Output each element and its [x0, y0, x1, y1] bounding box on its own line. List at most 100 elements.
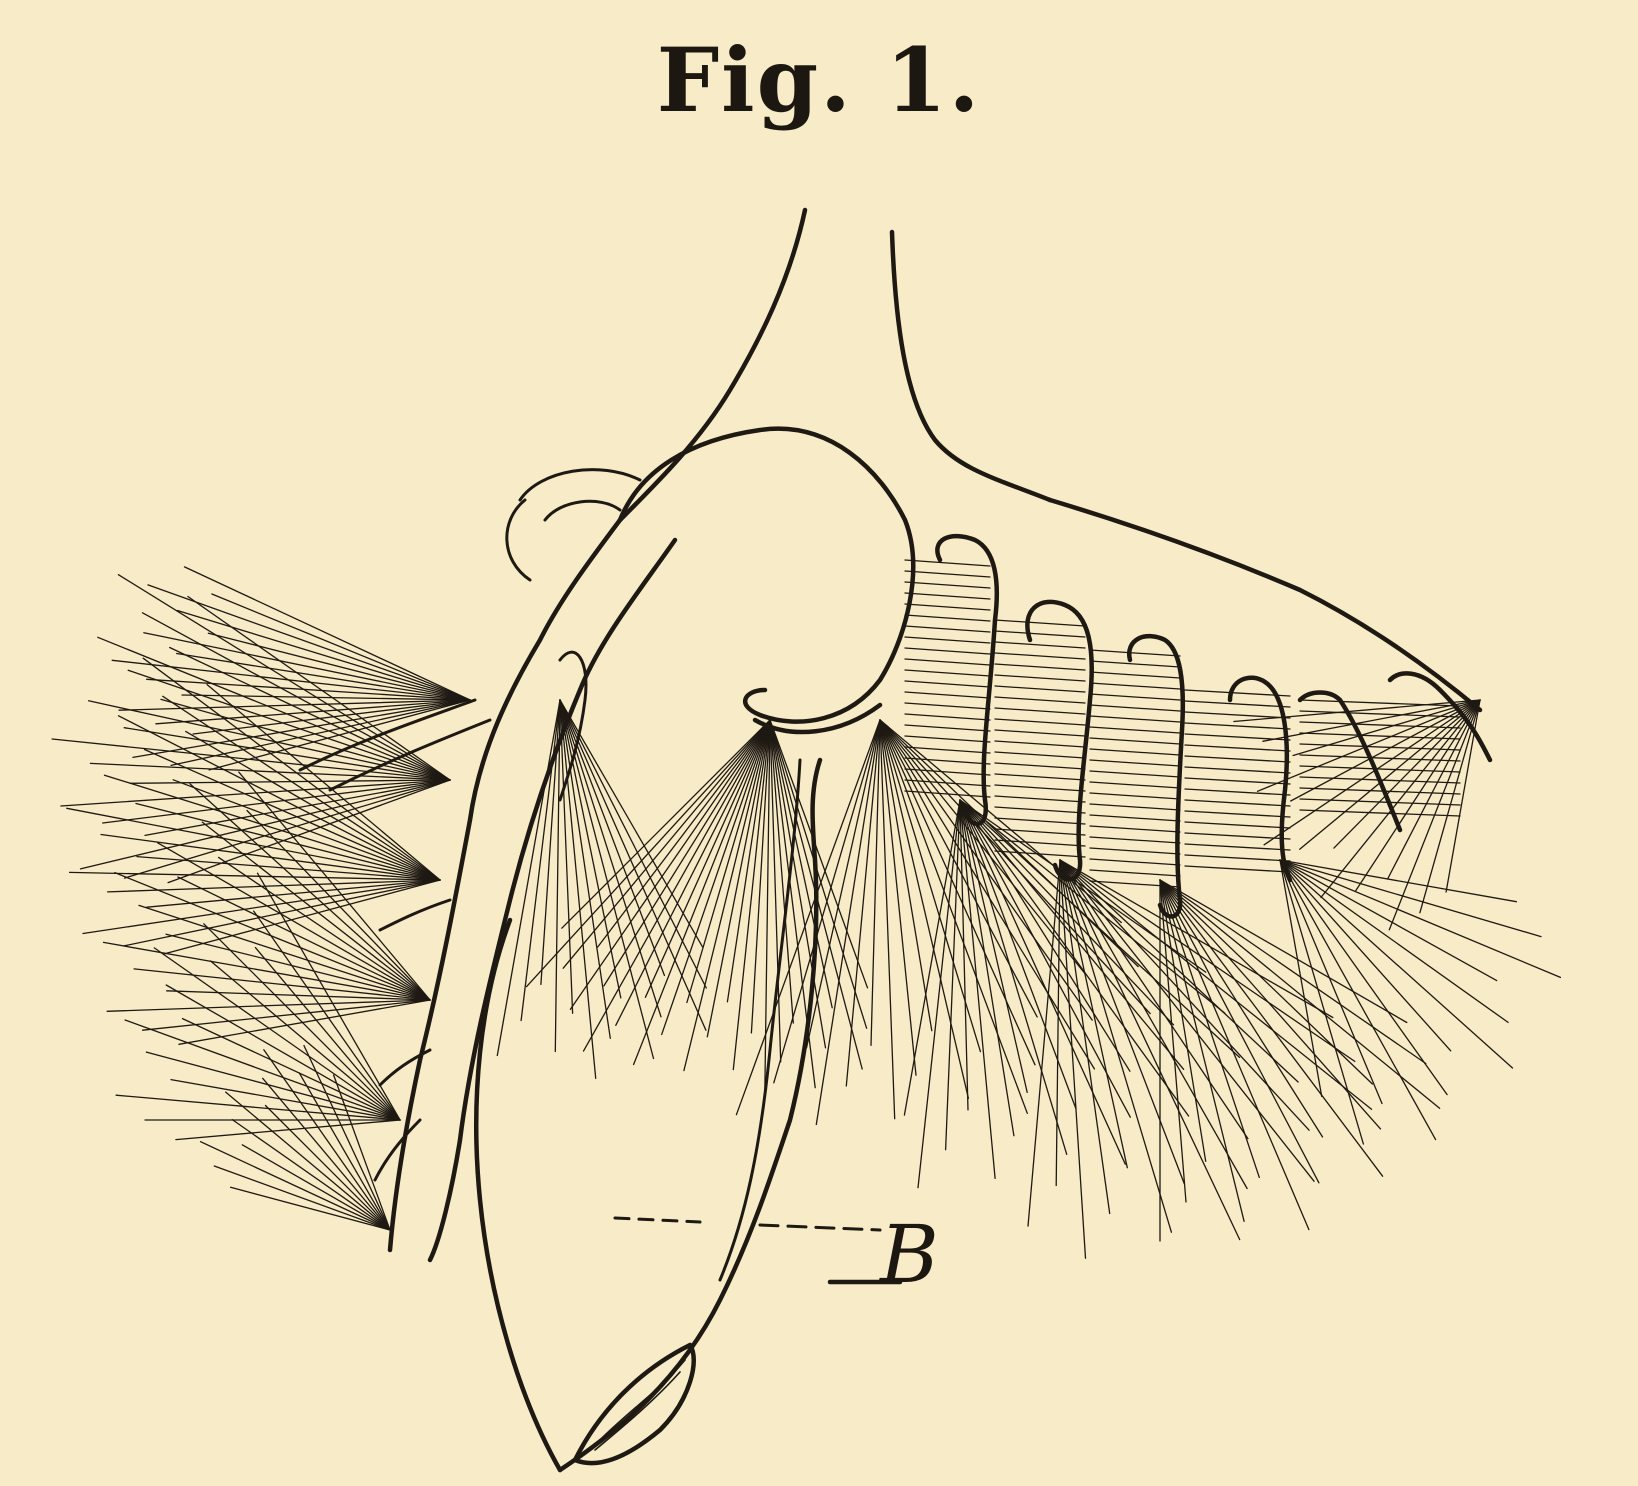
- fibre-line: [905, 615, 990, 621]
- fibre-line: [1060, 860, 1248, 1139]
- fibre-line: [1280, 860, 1541, 937]
- fibre-line: [1280, 860, 1513, 1068]
- fibre-line: [183, 1019, 401, 1120]
- fibre-line: [995, 708, 1085, 714]
- fibre-line: [1090, 705, 1180, 711]
- fibre-line: [61, 780, 450, 806]
- fibre-line: [905, 626, 990, 632]
- fibre-line: [242, 1145, 390, 1230]
- fibre-line: [1090, 826, 1180, 832]
- fibre-line: [497, 700, 560, 1056]
- fibre-line: [1185, 811, 1290, 817]
- fibre-line: [905, 714, 990, 720]
- fibre-line: [1321, 700, 1480, 897]
- root-fibres: [52, 567, 1560, 1258]
- fibre-line: [1090, 815, 1180, 821]
- fibre-line: [1280, 860, 1322, 1096]
- fibre-line: [905, 692, 990, 698]
- fibre-line: [1056, 860, 1060, 1186]
- fibre-line: [880, 720, 916, 1075]
- fibre-line: [304, 1046, 390, 1230]
- fibre-line: [1090, 694, 1180, 700]
- fibre-line: [995, 664, 1085, 670]
- fibre-line: [880, 720, 932, 1031]
- fibre-line: [521, 700, 560, 1021]
- fibre-line: [116, 1095, 400, 1120]
- fibre-line: [1090, 727, 1180, 733]
- fibre-line: [1185, 800, 1290, 806]
- fibre-line: [995, 741, 1085, 747]
- fibre-line: [1090, 672, 1180, 678]
- fibre-line: [570, 720, 770, 1009]
- fibre-line: [1185, 756, 1290, 762]
- fibre-line: [995, 752, 1085, 758]
- fibre-line: [995, 719, 1085, 725]
- fibre-line: [1090, 716, 1180, 722]
- fibre-line: [905, 571, 990, 577]
- stem: [620, 210, 1050, 520]
- fibre-line: [1185, 712, 1290, 718]
- fibre-line: [995, 730, 1085, 736]
- fibre-line: [1280, 860, 1363, 1144]
- fibre-line: [1090, 738, 1180, 744]
- fibre-line: [560, 700, 664, 975]
- fibre-line: [1185, 767, 1290, 773]
- fibre-line: [1060, 860, 1171, 1232]
- fibre-line: [1090, 837, 1180, 843]
- fibre-line: [266, 1106, 391, 1231]
- fibre-line: [176, 1120, 400, 1140]
- fibre-line: [880, 720, 1027, 1113]
- fibre-line: [905, 736, 990, 742]
- fibre-line: [918, 800, 960, 1188]
- fibre-line: [1185, 789, 1290, 795]
- fibre-line: [995, 631, 1085, 637]
- fibre-line: [995, 653, 1085, 659]
- fibre-line: [905, 659, 990, 665]
- fibre-line: [560, 700, 621, 998]
- fibre-line: [212, 594, 470, 700]
- fibre-line: [1185, 822, 1290, 828]
- fibre-line: [1420, 700, 1480, 913]
- fibre-line: [905, 648, 990, 654]
- fibre-line: [201, 1142, 390, 1230]
- b-leader: [615, 1218, 900, 1282]
- fibre-line: [905, 560, 990, 566]
- fibre-line: [995, 818, 1085, 824]
- fibre-line: [905, 670, 990, 676]
- fibre-line: [177, 654, 470, 701]
- fibre-line: [995, 774, 1085, 780]
- fibre-line: [1090, 650, 1180, 656]
- fibre-line: [560, 700, 573, 1013]
- fibre-line: [163, 696, 440, 880]
- fibre-line: [1185, 855, 1290, 861]
- fibre-line: [1300, 788, 1460, 794]
- fibre-line: [995, 686, 1085, 692]
- fibre-line: [560, 700, 703, 947]
- fibre-line: [905, 703, 990, 709]
- fibre-line: [1185, 701, 1290, 707]
- fibre-line: [905, 637, 990, 643]
- label-b: B: [878, 1208, 939, 1301]
- fibre-line: [995, 620, 1085, 626]
- fibre-line: [905, 681, 990, 687]
- fibre-line: [905, 604, 990, 610]
- fibre-line: [1090, 804, 1180, 810]
- fibre-line: [1090, 793, 1180, 799]
- fibre-line: [1090, 760, 1180, 766]
- fibre-line: [1185, 866, 1290, 872]
- fibre-line: [995, 785, 1085, 791]
- left-branch: [300, 470, 675, 1260]
- fibre-line: [1160, 880, 1259, 1177]
- fibre-line: [584, 720, 771, 1051]
- fibre-line: [185, 567, 471, 700]
- fibre-line: [995, 675, 1085, 681]
- fibre-line: [1090, 661, 1180, 667]
- fibre-line: [1090, 859, 1180, 865]
- fibre-line: [1185, 734, 1290, 740]
- fibre-line: [1090, 848, 1180, 854]
- fibre-line: [995, 642, 1085, 648]
- fibre-line: [81, 780, 451, 869]
- fibre-line: [995, 697, 1085, 703]
